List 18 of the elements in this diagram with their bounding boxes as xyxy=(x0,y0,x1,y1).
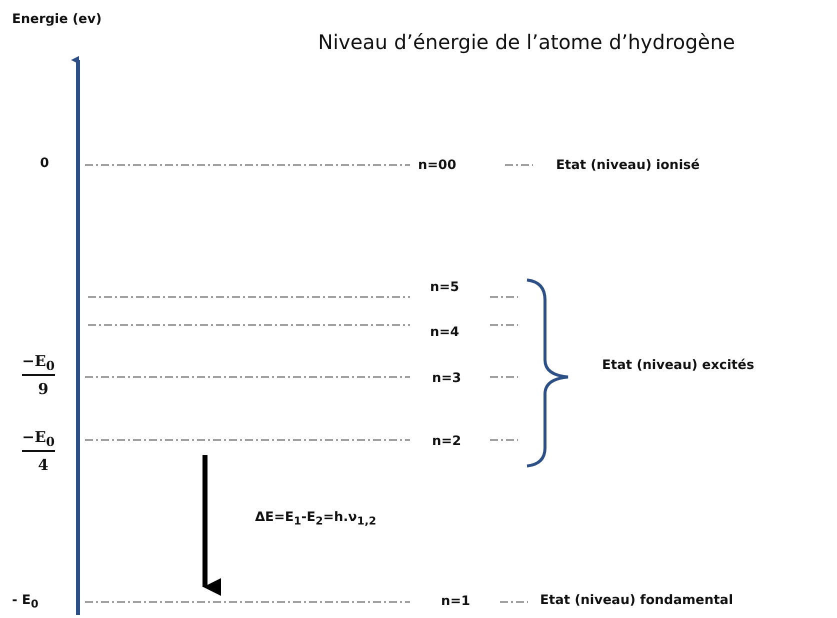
axis-label: Energie (ev) xyxy=(12,12,102,27)
energy-value: 0 xyxy=(40,156,50,171)
level-number: n=00 xyxy=(418,158,456,173)
energy-value: - E$_{0}$ xyxy=(12,593,38,611)
state-label: Etat (niveau) ionisé xyxy=(556,158,700,173)
energy-value: −E$_{0}$ xyxy=(22,428,55,452)
level-number: n=5 xyxy=(430,280,460,295)
level-number: n=3 xyxy=(432,371,462,386)
energy-formula: ΔE=E$_{1}$-E$_{2}$=h.ν$_{1,2}$ xyxy=(255,510,376,528)
energy-value: −E$_{0}$ xyxy=(22,352,55,376)
level-number: n=4 xyxy=(430,325,460,340)
state-label: Etat (niveau) excités xyxy=(602,358,754,373)
diagram-title: Niveau d’énergie de l’atome d’hydrogène xyxy=(318,30,736,54)
energy-value: 9 xyxy=(38,380,48,398)
energy-value: 4 xyxy=(38,456,48,474)
level-number: n=2 xyxy=(432,434,462,449)
state-label: Etat (niveau) fondamental xyxy=(540,593,734,608)
level-number: n=1 xyxy=(441,594,470,609)
